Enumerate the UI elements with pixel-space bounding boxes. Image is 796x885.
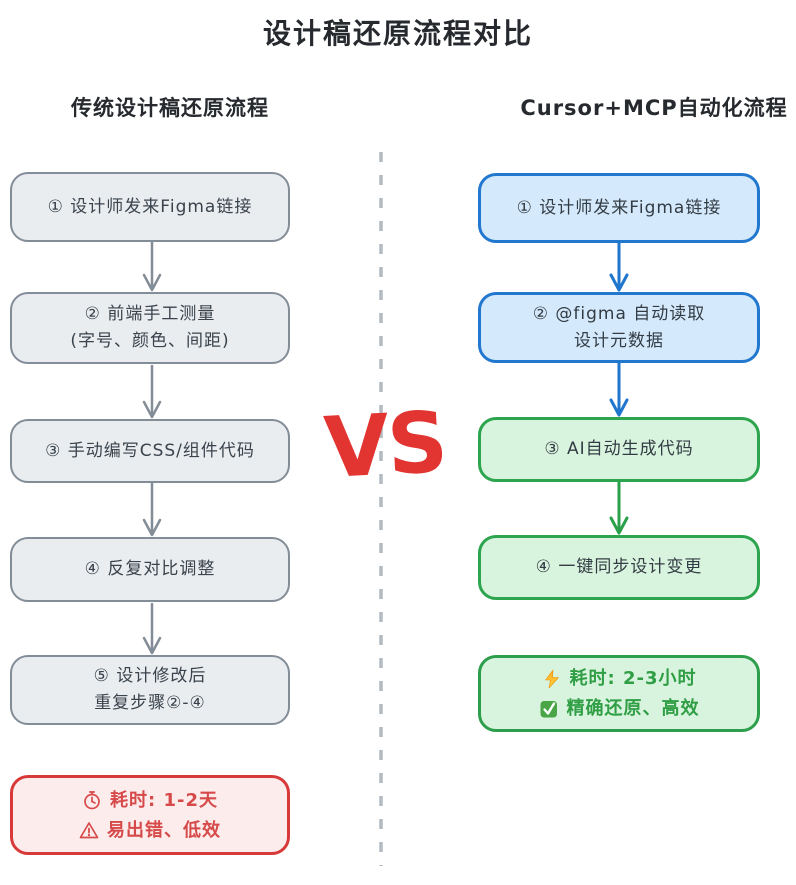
step-text: ③ AI自动生成代码	[544, 439, 694, 459]
summary-row: 耗时: 1-2天	[82, 785, 218, 815]
summary-text: 易出错、低效	[107, 819, 221, 841]
step-text: ② @figma 自动读取	[532, 303, 706, 324]
summary-traditional: 耗时: 1-2天 易出错、低效	[10, 775, 290, 855]
page-title: 设计稿还原流程对比	[262, 17, 533, 50]
left-column-header: 传统设计稿还原流程	[71, 96, 269, 120]
flow-step-auto-4: ④ 一键同步设计变更	[478, 535, 760, 600]
arrow-down-icon	[609, 243, 629, 292]
step-text: ⑤ 设计修改后	[93, 666, 207, 686]
step-text: ③ 手动编写CSS/组件代码	[45, 440, 255, 461]
step-text: 重复步骤②-④	[94, 693, 206, 713]
summary-row: 易出错、低效	[79, 815, 221, 845]
arrow-down-icon	[609, 363, 629, 417]
vs-label: VS	[321, 392, 449, 498]
summary-row: 精确还原、高效	[539, 694, 700, 724]
step-text: ④ 反复对比调整	[84, 559, 216, 579]
right-column-header: Cursor+MCP自动化流程	[520, 96, 788, 120]
summary-row: 耗时: 2-3小时	[542, 664, 697, 694]
summary-auto: 耗时: 2-3小时 精确还原、高效	[478, 655, 760, 732]
flow-step-traditional-1: ① 设计师发来Figma链接	[10, 172, 290, 242]
step-text: (字号、颜色、间距)	[70, 331, 230, 351]
step-text: ④ 一键同步设计变更	[535, 557, 703, 577]
flow-step-traditional-4: ④ 反复对比调整	[10, 537, 290, 602]
summary-text: 精确还原、高效	[566, 698, 700, 719]
warning-icon	[79, 822, 99, 839]
summary-text: 耗时: 1-2天	[110, 789, 218, 811]
arrow-down-icon	[142, 483, 162, 537]
step-text: ① 设计师发来Figma链接	[47, 196, 253, 217]
arrow-down-icon	[142, 365, 162, 419]
flow-step-traditional-5: ⑤ 设计修改后 重复步骤②-④	[10, 655, 290, 725]
stopwatch-icon	[84, 791, 100, 810]
step-text: ② 前端手工测量	[84, 304, 216, 324]
lightning-icon	[544, 669, 559, 688]
step-text: ① 设计师发来Figma链接	[516, 197, 722, 218]
step-text: 设计元数据	[574, 330, 664, 351]
arrow-down-icon	[142, 603, 162, 655]
flow-step-auto-1: ① 设计师发来Figma链接	[478, 173, 760, 243]
summary-text: 耗时: 2-3小时	[569, 668, 697, 689]
flow-step-auto-3: ③ AI自动生成代码	[478, 417, 760, 482]
flow-step-auto-2: ② @figma 自动读取 设计元数据	[478, 292, 760, 363]
check-icon	[540, 700, 557, 717]
arrow-down-icon	[142, 242, 162, 292]
flow-step-traditional-2: ② 前端手工测量 (字号、颜色、间距)	[10, 292, 290, 364]
divider-dashed-line	[379, 152, 383, 866]
arrow-down-icon	[609, 482, 629, 535]
flow-step-traditional-3: ③ 手动编写CSS/组件代码	[10, 419, 290, 483]
